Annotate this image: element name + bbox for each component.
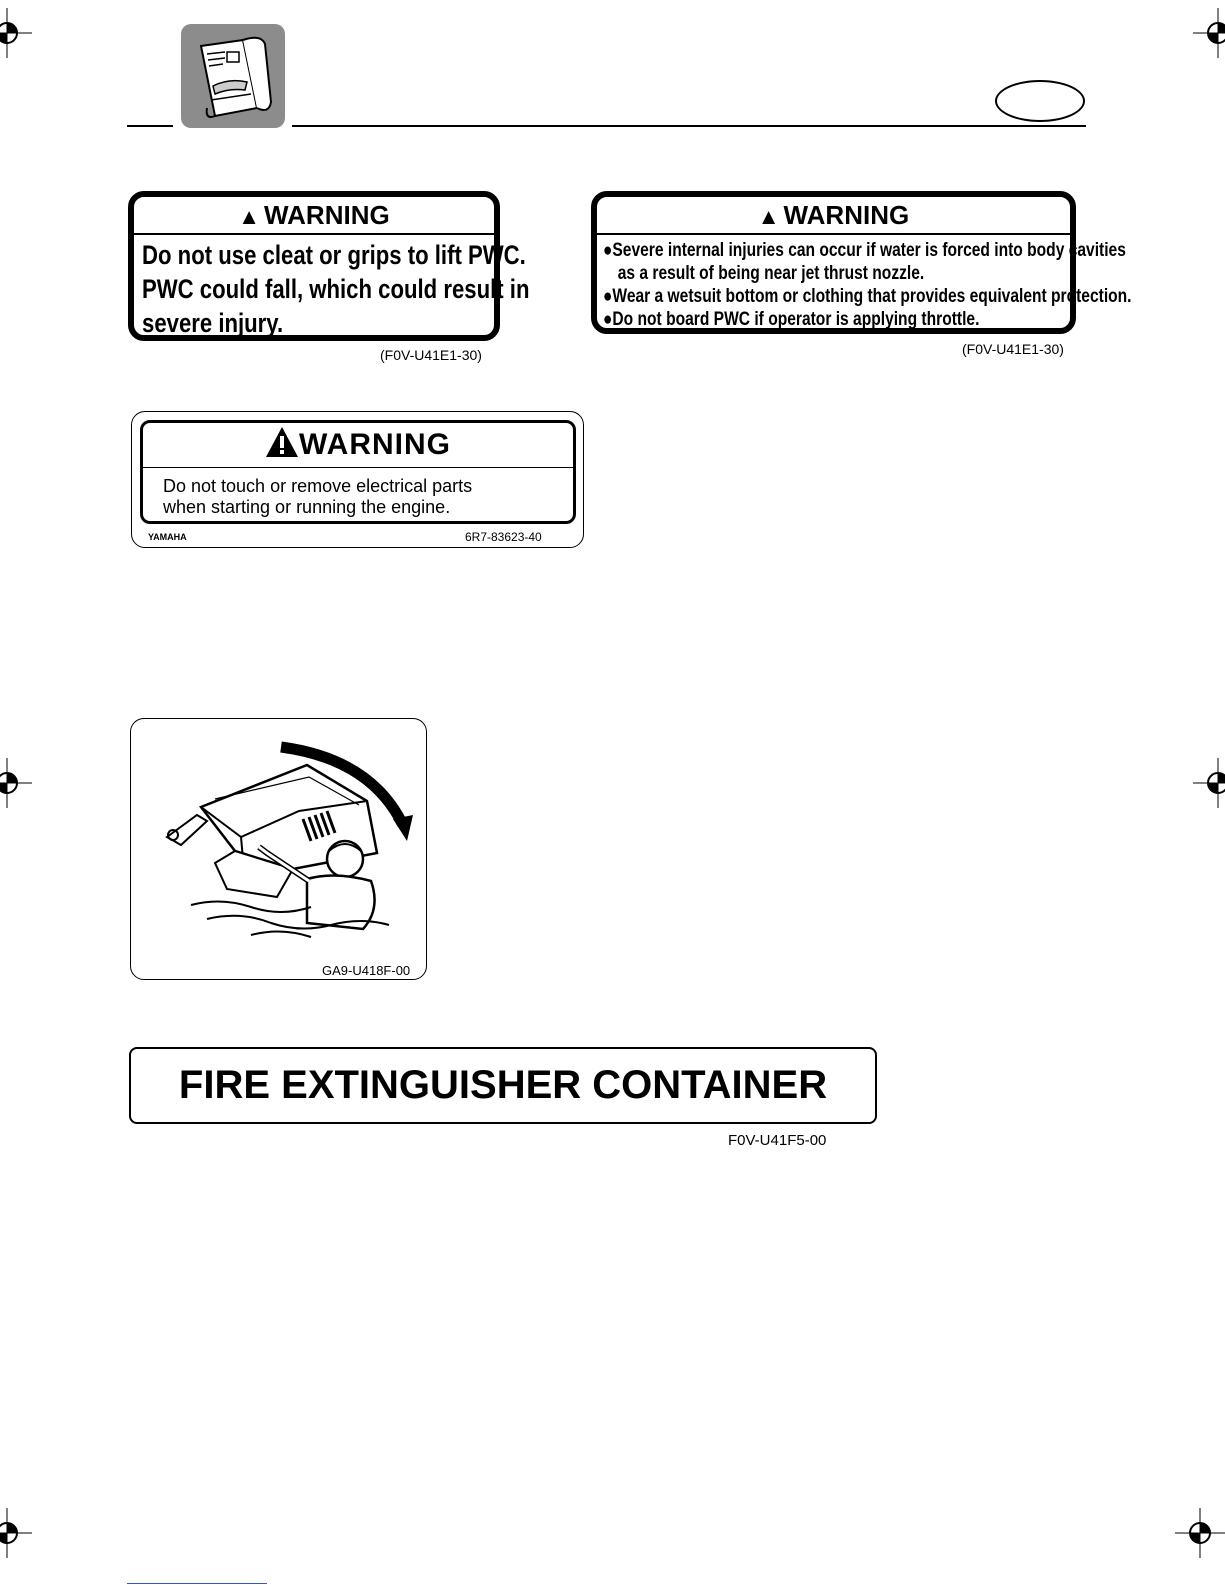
warning-triangle-icon: ▲ xyxy=(238,204,261,229)
warning-label-title: ▲WARNING xyxy=(597,197,1070,235)
label-part-code: (F0V-U41E1-30) xyxy=(962,341,1064,357)
warning-bullet: ●Do not board PWC if operator is applyin… xyxy=(603,309,980,330)
bullet-dot-icon: ● xyxy=(603,240,613,261)
registration-mark-mid-right-icon xyxy=(1193,758,1225,808)
warning-bullet: ●Wear a wetsuit bottom or clothing that … xyxy=(603,286,1132,307)
label-part-code: F0V-U41F5-00 xyxy=(728,1132,827,1149)
warning-text-line: Do not touch or remove electrical parts xyxy=(163,476,473,496)
bullet-dot-icon: ● xyxy=(603,286,613,307)
warning-text-line: severe injury. xyxy=(142,308,284,338)
language-tab-oval xyxy=(995,80,1085,122)
warning-bullet: ●Severe internal injuries can occur if w… xyxy=(603,240,1126,261)
header-rule-right xyxy=(292,125,1086,127)
warning-text-line: when starting or running the engine. xyxy=(163,497,451,517)
warning-triangle-icon: ▲ xyxy=(757,204,780,229)
registration-mark-top-left-icon xyxy=(0,8,32,58)
warning-text-line: PWC could fall, which could result in xyxy=(142,274,530,304)
illustration-code: GA9-U418F-00 xyxy=(322,963,411,978)
brand-label: YAMAHA xyxy=(148,532,187,542)
warning-label-electrical-outer xyxy=(131,411,584,548)
registration-mark-top-right-icon xyxy=(1193,8,1225,58)
warning-text-line: Do not use cleat or grips to lift PWC. xyxy=(142,240,526,270)
warning-bullet-continuation: as a result of being near jet thrust noz… xyxy=(617,263,925,284)
righting-pwc-illustration xyxy=(165,741,413,938)
warning-label-title: WARNING xyxy=(143,423,573,468)
fire-extinguisher-label: FIRE EXTINGUISHER CONTAINER xyxy=(129,1047,877,1124)
manual-section-icon xyxy=(181,24,285,128)
warning-label-lift: ▲WARNING Do not use cleat or grips to li… xyxy=(128,191,530,341)
registration-mark-bottom-right-icon xyxy=(1175,1508,1225,1558)
warning-triangle-icon xyxy=(266,427,298,457)
label-part-code: (F0V-U41E1-30) xyxy=(380,347,482,363)
warning-label-jet-thrust: ▲WARNING ●Severe internal injuries can o… xyxy=(591,191,1132,334)
warning-label-electrical: WARNING Do not touch or remove electrica… xyxy=(140,420,576,524)
warning-label-title: ▲WARNING xyxy=(134,197,494,235)
header-rule-left xyxy=(127,125,173,127)
righting-illustration-frame xyxy=(130,718,427,980)
label-part-code: 6R7-83623-40 xyxy=(465,530,542,544)
bullet-dot-icon: ● xyxy=(603,309,613,330)
registration-mark-mid-left-icon xyxy=(0,758,32,808)
footer-link-underline xyxy=(127,1583,267,1584)
registration-mark-bottom-left-icon xyxy=(0,1508,32,1558)
